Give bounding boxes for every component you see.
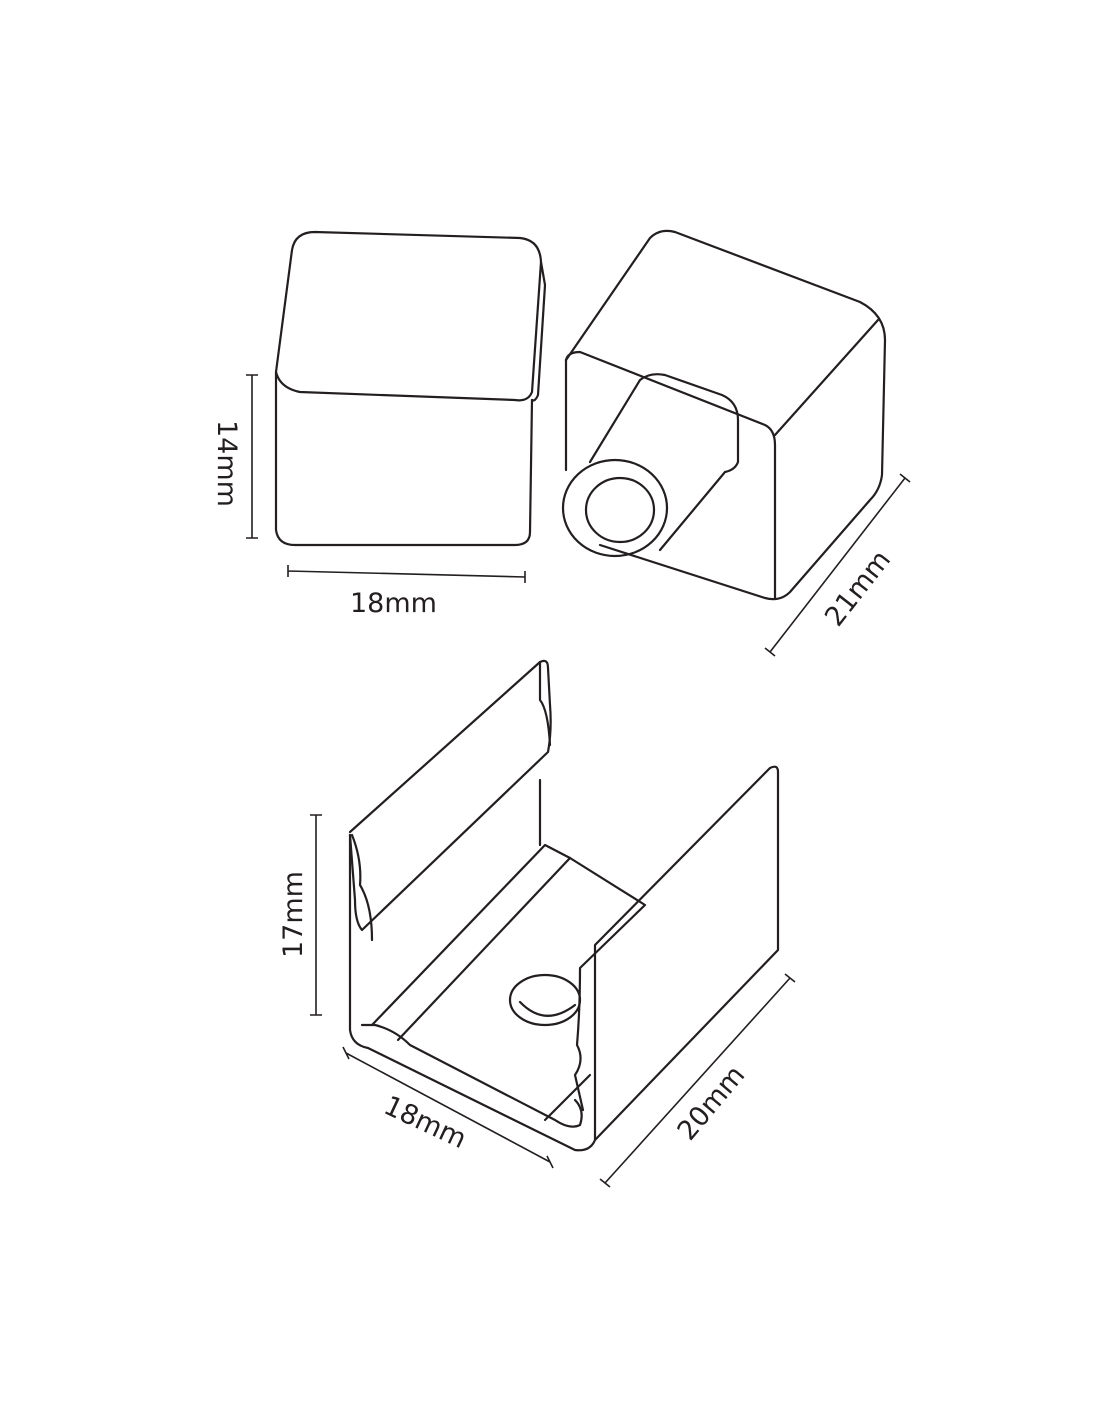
end-cap-plain bbox=[274, 230, 547, 547]
label-18mm-top: 18mm bbox=[350, 588, 437, 619]
dimension-20mm: 20mm bbox=[599, 973, 796, 1188]
cable-entry-hole bbox=[584, 476, 656, 544]
mounting-hole bbox=[508, 973, 582, 1027]
label-21mm: 21mm bbox=[819, 545, 897, 633]
mounting-clip bbox=[348, 659, 780, 1152]
label-14mm: 14mm bbox=[211, 420, 242, 507]
label-17mm: 17mm bbox=[278, 871, 309, 958]
end-cap-with-entry bbox=[561, 229, 887, 601]
dimension-21mm: 21mm bbox=[764, 473, 911, 657]
cable-entry-outer bbox=[561, 458, 669, 558]
dimension-14mm: 14mm bbox=[211, 374, 258, 539]
label-18mm-bottom: 18mm bbox=[379, 1090, 471, 1155]
dimension-18mm-top: 18mm bbox=[287, 565, 526, 619]
label-20mm: 20mm bbox=[672, 1060, 752, 1147]
dimension-17mm: 17mm bbox=[278, 814, 322, 1016]
